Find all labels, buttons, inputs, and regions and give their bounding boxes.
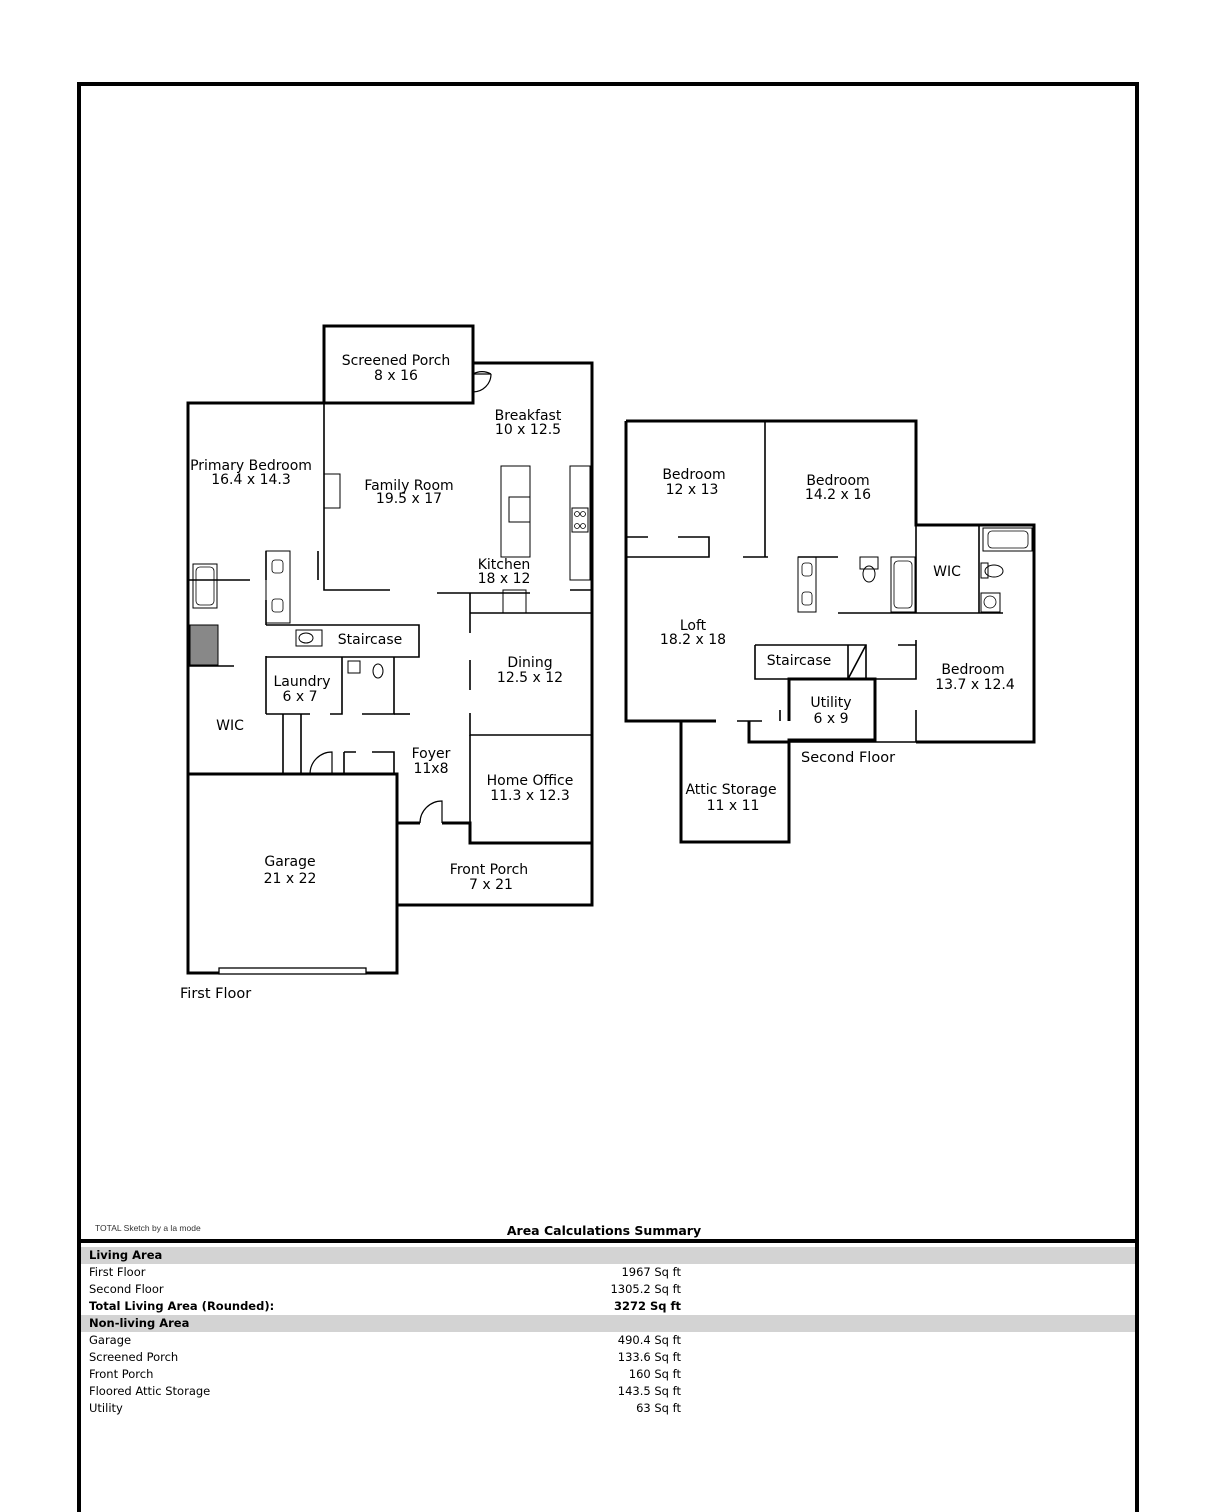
attic-storage-size: 11 x 11 <box>707 798 760 814</box>
summary-row: Second Floor 1305.2 Sq ft <box>81 1281 1135 1298</box>
primary-bedroom-size: 16.4 x 14.3 <box>211 472 291 488</box>
primary-bedroom-name: Primary Bedroom <box>190 458 312 474</box>
bedroom-1-name: Bedroom <box>662 467 725 483</box>
dining-size: 12.5 x 12 <box>497 670 563 686</box>
staircase-1-name: Staircase <box>338 632 402 648</box>
breakfast-name: Breakfast <box>495 408 562 424</box>
nonliving-area-header-label: Non-living Area <box>89 1316 190 1330</box>
summary-row: First Floor 1967 Sq ft <box>81 1264 1135 1281</box>
summary-divider <box>77 1239 1139 1243</box>
total-living-label: Total Living Area (Rounded): <box>89 1299 275 1313</box>
summary-row-value: 160 Sq ft <box>628 1367 681 1381</box>
sketch-credit: TOTAL Sketch by a la mode <box>95 1223 201 1233</box>
summary-row-value: 143.5 Sq ft <box>617 1384 681 1398</box>
staircase-2-name: Staircase <box>767 653 831 669</box>
family-room-size: 19.5 x 17 <box>376 491 442 507</box>
loft-size: 18.2 x 18 <box>660 632 726 648</box>
first-floor-label: First Floor <box>180 986 251 1002</box>
laundry-name: Laundry <box>273 674 330 690</box>
floor-plan: Screened Porch 8 x 16 Breakfast 10 x 12.… <box>180 324 1036 1002</box>
summary-row-value: 490.4 Sq ft <box>617 1333 681 1347</box>
nonliving-area-header: Non-living Area <box>81 1315 1135 1332</box>
living-area-header: Living Area <box>81 1247 1135 1264</box>
living-area-header-label: Living Area <box>89 1248 163 1262</box>
summary-row-label: Front Porch <box>89 1367 154 1381</box>
summary-row-label: Screened Porch <box>89 1350 179 1364</box>
laundry-size: 6 x 7 <box>283 689 318 705</box>
bedroom-2-size: 14.2 x 16 <box>805 487 871 503</box>
screened-porch-name: Screened Porch <box>342 353 451 369</box>
attic-storage-name: Attic Storage <box>685 782 776 798</box>
summary-row-value: 63 Sq ft <box>636 1401 681 1415</box>
home-office-name: Home Office <box>487 773 574 789</box>
summary-row: Screened Porch 133.6 Sq ft <box>81 1349 1135 1366</box>
summary-row-label: First Floor <box>89 1265 146 1279</box>
summary-row: Garage 490.4 Sq ft <box>81 1332 1135 1349</box>
area-summary-table: Living Area First Floor 1967 Sq ft Secon… <box>81 1247 1135 1417</box>
loft-name: Loft <box>680 618 707 634</box>
summary-row-value: 1967 Sq ft <box>621 1265 681 1279</box>
home-office-size: 11.3 x 12.3 <box>490 788 570 804</box>
garage-name: Garage <box>264 854 315 870</box>
dining-name: Dining <box>507 655 552 671</box>
utility-name: Utility <box>810 695 851 711</box>
first-floor-plan <box>186 324 594 975</box>
summary-row-value: 133.6 Sq ft <box>617 1350 681 1364</box>
bedroom-2-name: Bedroom <box>806 473 869 489</box>
summary-row-label: Utility <box>89 1401 123 1415</box>
summary-title: Area Calculations Summary <box>506 1223 702 1238</box>
garage-size: 21 x 22 <box>264 871 317 887</box>
bedroom-1-size: 12 x 13 <box>666 482 719 498</box>
summary-row: Utility 63 Sq ft <box>81 1400 1135 1417</box>
front-porch-name: Front Porch <box>450 862 528 878</box>
kitchen-size: 18 x 12 <box>478 571 531 587</box>
summary-row-label: Floored Attic Storage <box>89 1384 211 1398</box>
kitchen-name: Kitchen <box>478 557 531 573</box>
screened-porch-size: 8 x 16 <box>374 368 418 384</box>
second-floor-labels: Bedroom 12 x 13 Bedroom 14.2 x 16 WIC Lo… <box>660 467 1015 814</box>
wic-1-name: WIC <box>216 718 244 734</box>
breakfast-size: 10 x 12.5 <box>495 422 561 438</box>
summary-row: Floored Attic Storage 143.5 Sq ft <box>81 1383 1135 1400</box>
foyer-name: Foyer <box>412 746 451 762</box>
second-floor-label: Second Floor <box>801 750 895 766</box>
bedroom-3-name: Bedroom <box>941 662 1004 678</box>
wic-2-name: WIC <box>933 564 961 580</box>
summary-row-value: 1305.2 Sq ft <box>610 1282 681 1296</box>
foyer-size: 11x8 <box>413 761 448 777</box>
utility-size: 6 x 9 <box>814 711 849 727</box>
bedroom-3-size: 13.7 x 12.4 <box>935 677 1015 693</box>
total-living-value: 3272 Sq ft <box>613 1299 681 1313</box>
first-floor-labels: Screened Porch 8 x 16 Breakfast 10 x 12.… <box>180 353 573 1002</box>
family-room-name: Family Room <box>364 478 453 494</box>
front-porch-size: 7 x 21 <box>469 877 513 893</box>
summary-row-label: Second Floor <box>89 1282 164 1296</box>
page-frame <box>77 82 1139 1512</box>
summary-row-label: Garage <box>89 1333 132 1347</box>
total-living-row: Total Living Area (Rounded): 3272 Sq ft <box>81 1298 1135 1315</box>
second-floor-plan <box>624 419 1036 844</box>
summary-row: Front Porch 160 Sq ft <box>81 1366 1135 1383</box>
